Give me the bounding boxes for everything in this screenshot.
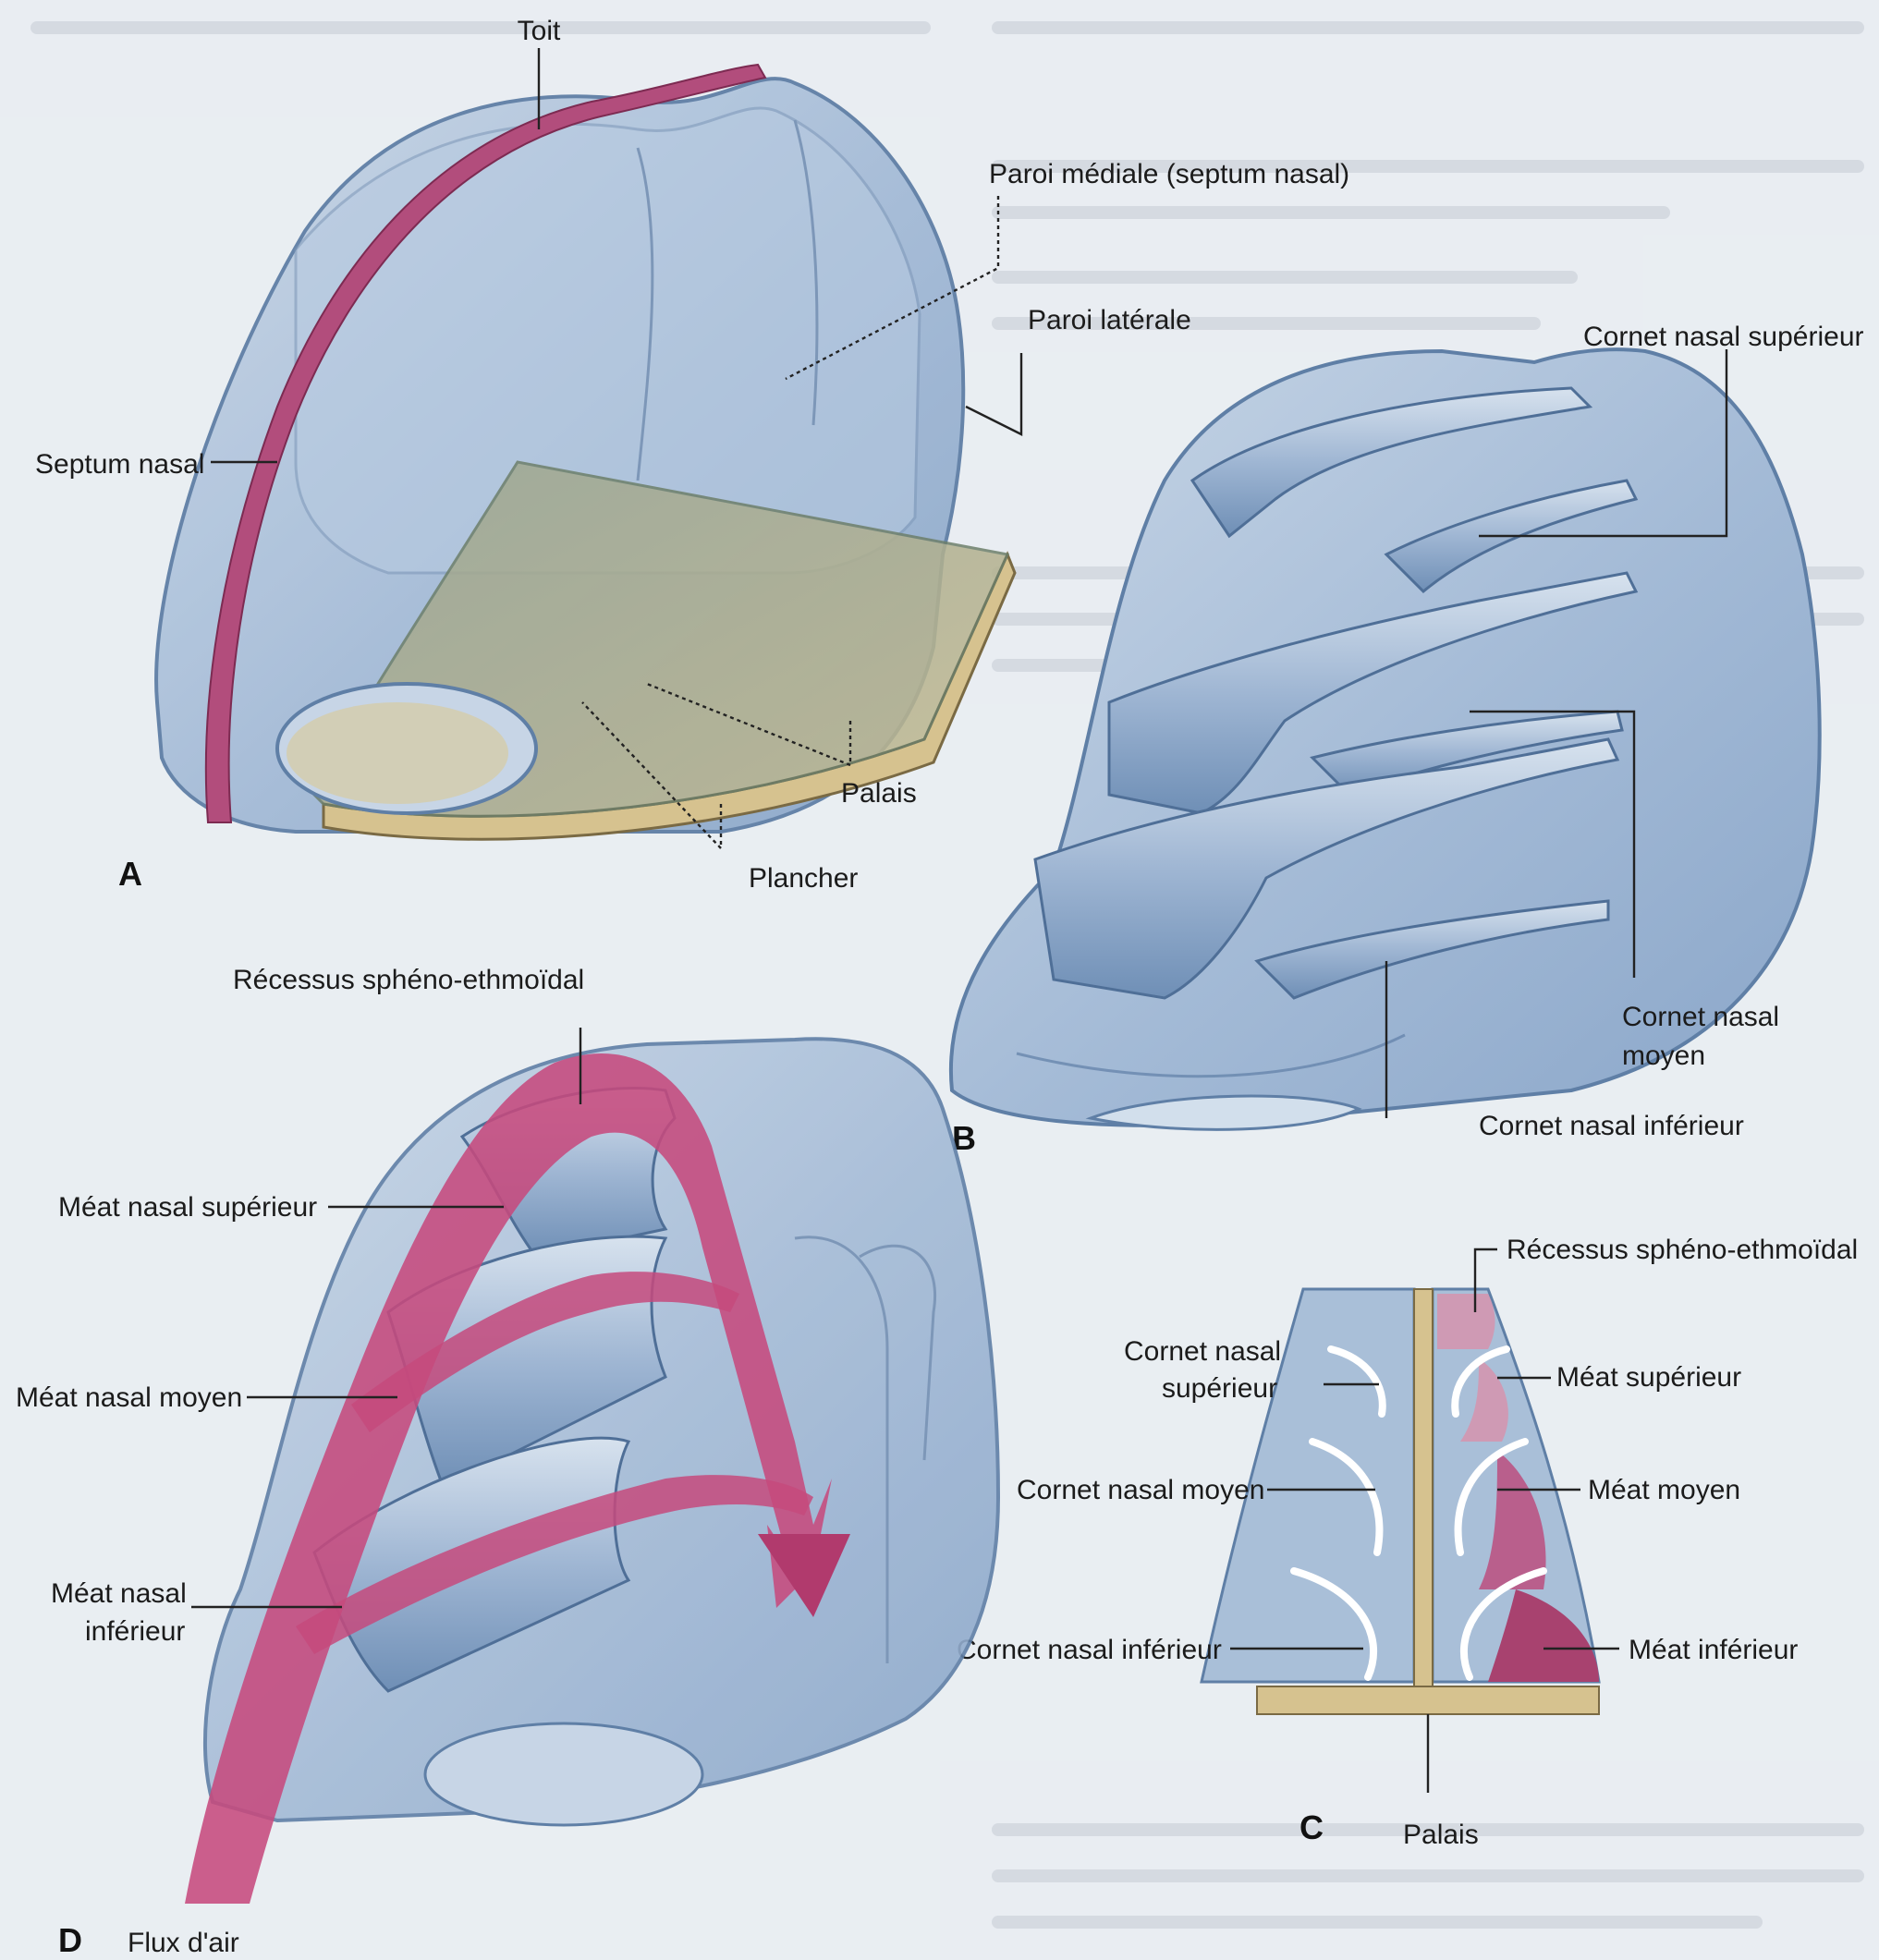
label-septum-nasal: Septum nasal — [35, 449, 204, 480]
label-recessus-c: Récessus sphéno-ethmoïdal — [1507, 1235, 1858, 1265]
label-meat-moyen-d: Méat nasal moyen — [16, 1382, 242, 1413]
label-toit: Toit — [518, 16, 561, 46]
label-paroi-mediale: Paroi médiale (septum nasal) — [989, 159, 1349, 189]
label-meat-superieur-c: Méat supérieur — [1556, 1362, 1741, 1393]
panel-a-nostril — [277, 684, 536, 813]
label-cornet-inferieur-c: Cornet nasal inférieur — [957, 1635, 1222, 1665]
label-meat-superieur-d: Méat nasal supérieur — [58, 1192, 317, 1223]
label-cornet-inferieur-b: Cornet nasal inférieur — [1479, 1111, 1744, 1141]
label-flux-d-air: Flux d'air — [128, 1928, 239, 1958]
recessus-spheno-ethmoidal-c — [1437, 1294, 1495, 1349]
label-cornet-moyen-b-line2: moyen — [1622, 1041, 1705, 1071]
label-meat-moyen-c: Méat moyen — [1588, 1475, 1740, 1505]
label-recessus-d: Récessus sphéno-ethmoïdal — [233, 965, 584, 995]
label-cornet-superieur-c-line2: supérieur — [1162, 1373, 1277, 1404]
label-palais: Palais — [841, 778, 917, 809]
label-meat-inferieur-d-line2: inférieur — [85, 1616, 185, 1647]
label-cornet-moyen-b-line1: Cornet nasal — [1622, 1002, 1779, 1032]
label-cornet-moyen-c: Cornet nasal moyen — [1017, 1475, 1264, 1505]
label-meat-inferieur-c: Méat inférieur — [1629, 1635, 1798, 1665]
panel-a-letter: A — [118, 855, 142, 893]
panel-d-letter: D — [58, 1921, 82, 1959]
label-cornet-superieur-c-line1: Cornet nasal — [1124, 1336, 1281, 1367]
label-paroi-laterale: Paroi latérale — [1028, 305, 1191, 335]
panel-c-letter: C — [1299, 1808, 1324, 1846]
panel-c-palate — [1257, 1686, 1599, 1714]
label-plancher: Plancher — [749, 863, 858, 894]
label-cornet-superieur-b: Cornet nasal supérieur — [1583, 322, 1864, 352]
panel-c-septum — [1414, 1289, 1433, 1686]
label-meat-inferieur-d-line1: Méat nasal — [51, 1578, 187, 1609]
label-palais-c: Palais — [1403, 1820, 1479, 1850]
